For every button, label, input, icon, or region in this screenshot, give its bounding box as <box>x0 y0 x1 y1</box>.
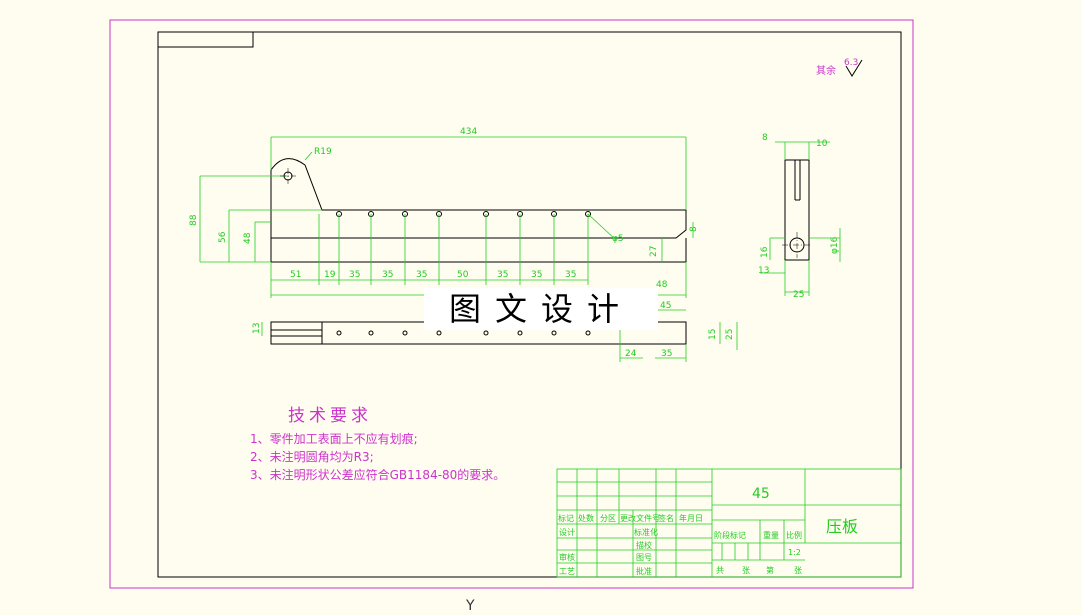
dim-spacing-8: 35 <box>565 270 576 280</box>
tb-sheets-unit: 张 <box>742 566 750 575</box>
dim-spacing-3: 35 <box>382 270 393 280</box>
dim-w8: 8 <box>762 133 768 143</box>
tb-scale-value: 1:2 <box>788 548 801 557</box>
tb-review: 审核 <box>559 553 575 562</box>
dim-hole: φ5 <box>612 234 624 244</box>
dim-45: 45 <box>660 301 671 311</box>
requirement-item-1: 1、零件加工表面上不应有划痕; <box>250 432 418 446</box>
top-center-lines <box>280 168 296 184</box>
roughness-value: 6.3 <box>844 58 859 68</box>
side-dim-lines <box>760 141 841 296</box>
dim-w10: 10 <box>816 139 828 149</box>
outer-frame <box>109 19 914 589</box>
dim-thick: 13 <box>252 323 262 334</box>
tb-archive: 图号 <box>636 553 652 562</box>
corner-box <box>157 31 254 48</box>
roughness-label: 其余 <box>816 66 836 77</box>
requirement-item-3: 3、未注明形状公差应符合GB1184-80的要求。 <box>250 468 506 482</box>
dim-56: 56 <box>218 231 228 243</box>
tb-count: 处数 <box>578 514 594 523</box>
watermark-overlay: 图文设计 <box>424 288 658 330</box>
dim-right-48: 48 <box>656 280 668 290</box>
tb-sheet-unit2: 张 <box>794 566 802 575</box>
tb-sign: 签名 <box>658 514 674 523</box>
tb-design: 设计 <box>559 528 575 537</box>
tb-standard: 标准化 <box>634 528 658 537</box>
tb-sheets-total: 共 <box>716 566 724 575</box>
requirements-title: 技术要求 <box>288 406 372 426</box>
roughness-symbol <box>845 59 863 77</box>
dim-spacing-7: 35 <box>531 270 542 280</box>
side-center-lines <box>782 232 812 258</box>
dim-spacing-6: 35 <box>497 270 508 280</box>
dimension-texts: 434 R19 88 56 48 φ5 27 8 48 51 19 35 35 … <box>189 127 840 359</box>
title-block-part-name: 压板 <box>826 517 859 536</box>
tb-doc: 更改文件号 <box>620 514 660 523</box>
dim-spacing-0: 51 <box>290 270 301 280</box>
tb-sheet-no: 第 <box>766 566 774 575</box>
dim-radius: R19 <box>314 147 332 157</box>
dim-88: 88 <box>189 214 199 226</box>
dim-35: 35 <box>661 349 672 359</box>
dim-phi16: φ16 <box>830 236 840 254</box>
dim-w25: 25 <box>793 290 804 300</box>
title-block-material: 45 <box>752 486 770 502</box>
tb-date: 年月日 <box>679 514 703 523</box>
dim-24: 24 <box>625 349 637 359</box>
dim-h16: 16 <box>760 246 770 258</box>
top-dim-lines <box>199 136 694 298</box>
dim-spacing-5: 50 <box>457 270 469 280</box>
dim-spacing-4: 35 <box>416 270 427 280</box>
dim-overall: 434 <box>460 127 477 137</box>
dim-25: 25 <box>725 329 735 340</box>
tb-mark: 标记 <box>558 514 574 523</box>
bottom-holes <box>336 330 591 336</box>
dim-48: 48 <box>243 232 253 244</box>
requirement-item-2: 2、未注明圆角均为R3; <box>250 450 374 464</box>
tb-approve: 批准 <box>636 567 652 576</box>
tb-process: 工艺 <box>559 567 575 576</box>
inner-frame <box>157 31 902 578</box>
tb-zone: 分区 <box>600 514 616 523</box>
dim-27: 27 <box>649 246 659 257</box>
dim-h13: 13 <box>758 266 769 276</box>
tb-stage: 阶段标记 <box>714 531 746 540</box>
tb-scale: 比例 <box>786 531 802 540</box>
dim-spacing-2: 35 <box>349 270 360 280</box>
tb-weight: 重量 <box>763 531 779 540</box>
dim-15: 15 <box>708 329 718 340</box>
axis-y-label: Y <box>466 598 475 614</box>
tb-check: 描校 <box>636 541 652 550</box>
top-holes <box>336 211 591 217</box>
dim-8: 8 <box>689 226 699 232</box>
top-view <box>270 158 687 263</box>
title-block <box>556 468 902 578</box>
dim-spacing-1: 19 <box>324 270 336 280</box>
